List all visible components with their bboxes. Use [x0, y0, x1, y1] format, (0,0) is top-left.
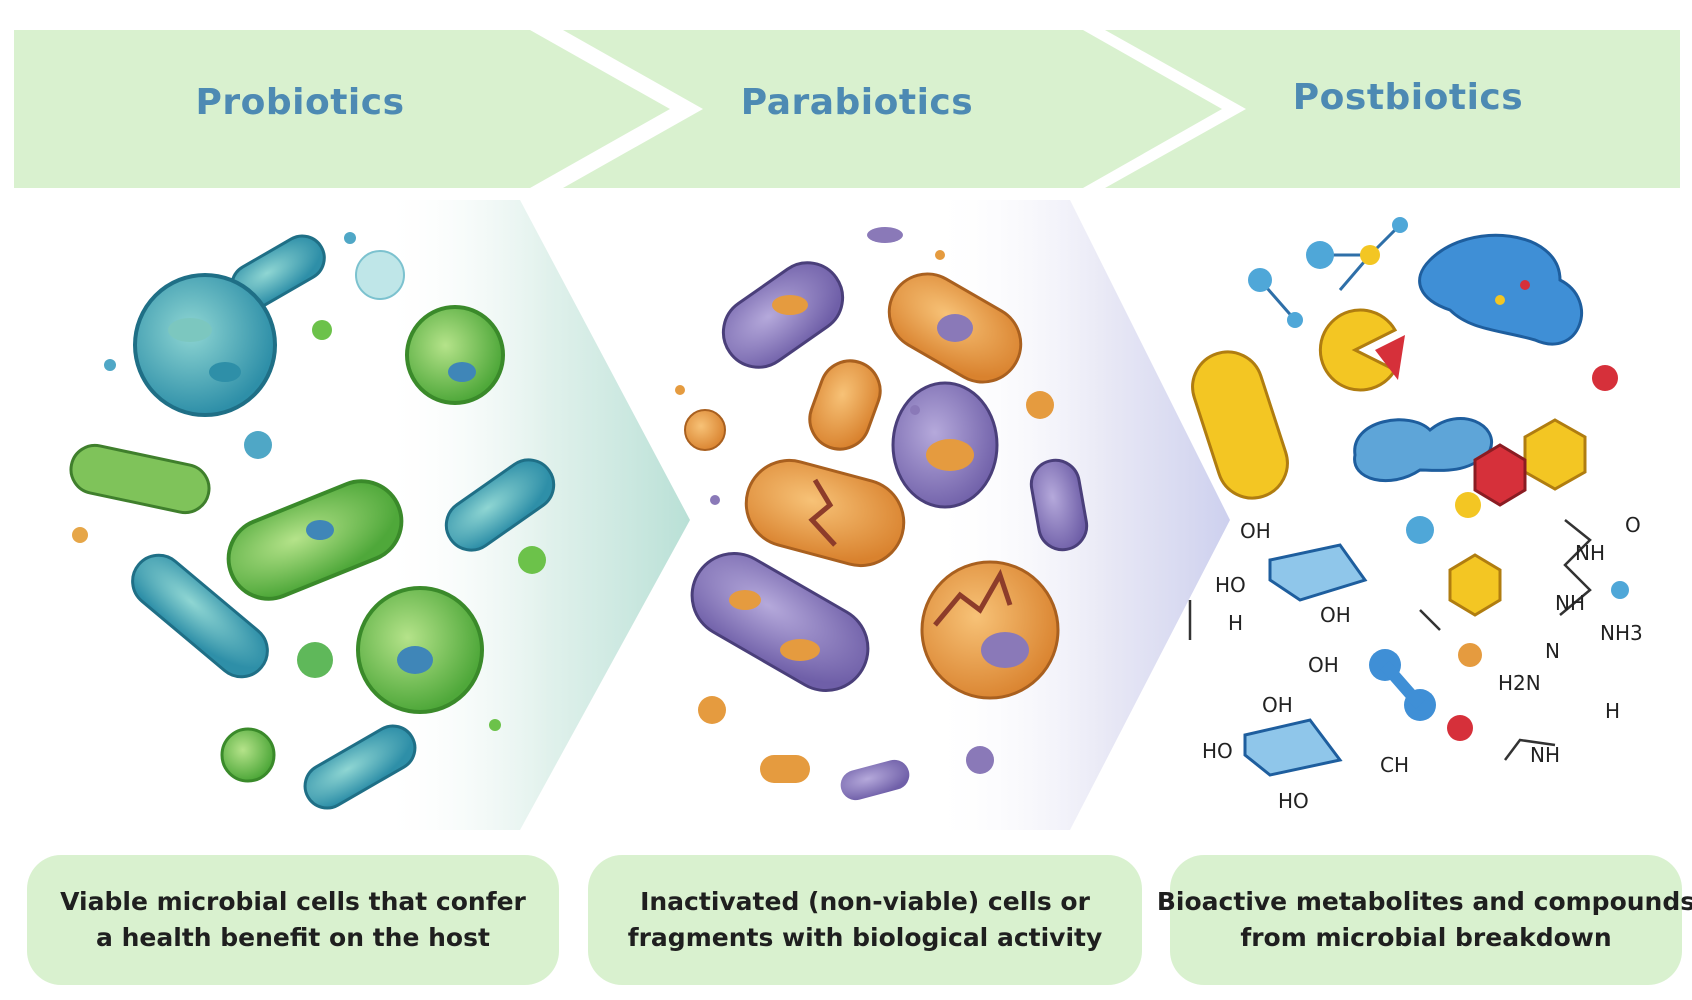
description-line: Bioactive metabolites and compounds — [1157, 884, 1692, 920]
svg-text:H2N: H2N — [1498, 671, 1541, 695]
svg-text:OH: OH — [1308, 653, 1339, 677]
stage-title-parabiotics: Parabiotics — [597, 82, 1117, 123]
svg-text:CH: CH — [1380, 753, 1409, 777]
illustration-area: OH HO OH H OH OH HO HO CH NH NH NH3 N H2… — [0, 190, 1692, 840]
description-box-probiotics: Viable microbial cells that confer a hea… — [27, 855, 559, 985]
svg-text:HO: HO — [1202, 739, 1233, 763]
svg-text:H: H — [1605, 699, 1620, 723]
stage-title-probiotics: Probiotics — [40, 82, 560, 123]
svg-text:O: O — [1625, 513, 1641, 537]
description-line: a health benefit on the host — [60, 920, 526, 956]
description-line: Viable microbial cells that confer — [60, 884, 526, 920]
svg-text:HO: HO — [1215, 573, 1246, 597]
description-line: fragments with biological activity — [628, 920, 1103, 956]
svg-text:NH: NH — [1530, 743, 1560, 767]
svg-text:N: N — [1545, 639, 1560, 663]
arrow-shading-probiotics — [380, 200, 690, 830]
svg-text:HO: HO — [1278, 789, 1309, 813]
svg-text:H: H — [1228, 611, 1243, 635]
svg-text:NH3: NH3 — [1600, 621, 1643, 645]
svg-text:OH: OH — [1262, 693, 1293, 717]
description-box-postbiotics: Bioactive metabolites and compounds from… — [1170, 855, 1682, 985]
stage-title-postbiotics: Postbiotics — [1148, 77, 1668, 118]
svg-text:OH: OH — [1240, 519, 1271, 543]
postbiotics-illustration: OH HO OH H OH OH HO HO CH NH NH NH3 N H2… — [1184, 217, 1643, 813]
svg-text:NH: NH — [1555, 591, 1585, 615]
description-box-parabiotics: Inactivated (non-viable) cells or fragme… — [588, 855, 1142, 985]
description-line: from microbial breakdown — [1157, 920, 1692, 956]
svg-text:NH: NH — [1575, 541, 1605, 565]
svg-text:OH: OH — [1320, 603, 1351, 627]
description-line: Inactivated (non-viable) cells or — [628, 884, 1103, 920]
